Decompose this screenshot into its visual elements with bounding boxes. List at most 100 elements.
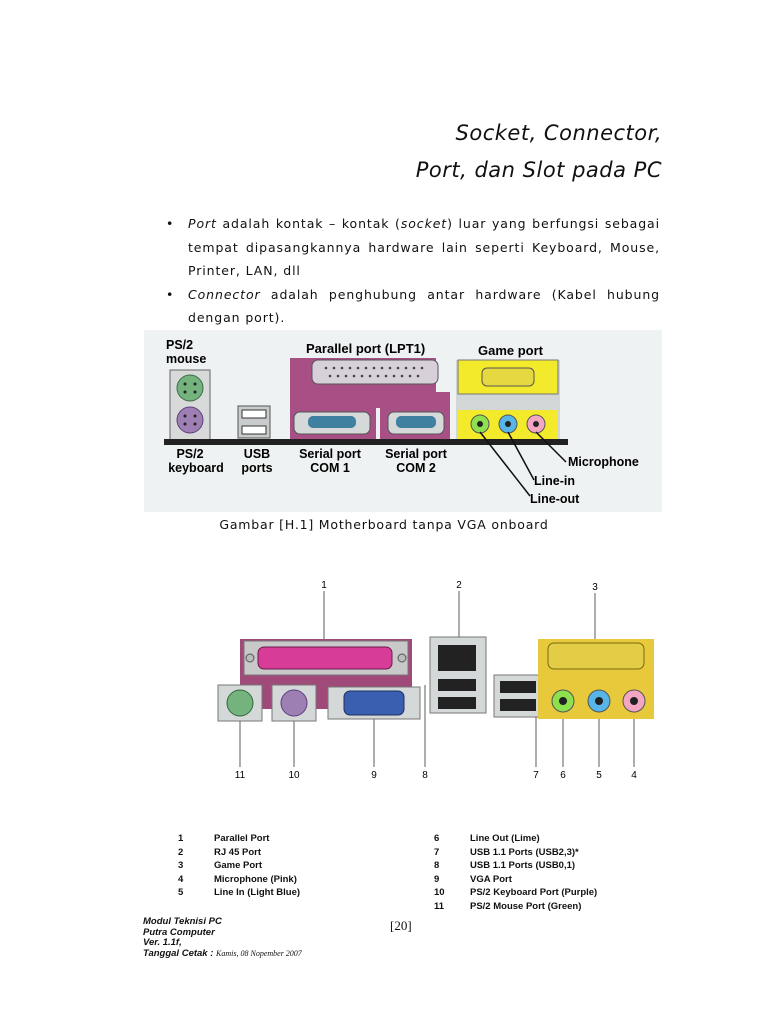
bullet-connector: • Connector adalah penghubung antar hard… — [166, 283, 660, 330]
label-com1-1: Serial port — [299, 447, 362, 461]
usb-port-icon — [500, 681, 536, 693]
legend-number: 8 — [434, 860, 440, 872]
legend-label: Parallel Port — [214, 833, 270, 844]
legend-column-left: 1 Parallel Port 2 RJ 45 Port 3 Game Port 4 M… — [162, 832, 300, 900]
callout-number: 9 — [371, 770, 377, 781]
ps2-keyboard-port-icon — [280, 689, 308, 717]
legend-row: 1 Parallel Port — [162, 832, 300, 846]
label-com1-2: COM 1 — [310, 461, 350, 475]
footer-line: Modul Teknisi PC — [143, 916, 222, 927]
bullet-list: • Port adalah kontak – kontak (socket) l… — [166, 212, 660, 330]
label-usb-2: ports — [241, 461, 272, 475]
figure-caption: Gambar [H.1] Motherboard tanpa VGA onboa… — [219, 517, 549, 532]
page-number: [20] — [390, 918, 412, 933]
parallel-port-icon — [311, 359, 439, 385]
legend-row: 3 Game Port — [162, 859, 300, 873]
label-line-in: Line-in — [534, 474, 575, 488]
callout-number: 10 — [288, 770, 300, 781]
legend-row: 9 VGA Port — [418, 873, 597, 887]
legend-label: Line Out (Lime) — [470, 833, 540, 844]
game-port-icon — [481, 367, 535, 387]
legend-number: 10 — [434, 887, 445, 899]
legend-row: 6 Line Out (Lime) — [418, 832, 597, 846]
legend-row: 5 Line In (Light Blue) — [162, 886, 300, 900]
ps2-mouse-port-icon — [176, 374, 204, 402]
page-title-line-2: Port, dan Slot pada PC — [415, 158, 662, 182]
callout-number: 1 — [321, 580, 327, 591]
figure-back-panel: 1 2 3 11 10 9 8 7 6 5 4 — [144, 567, 662, 827]
legend-number: 5 — [178, 887, 184, 899]
legend-label: USB 1.1 Ports (USB0,1) — [470, 860, 576, 872]
legend-number: 3 — [178, 860, 184, 872]
bullet-icon: • — [166, 286, 175, 302]
legend-label: USB 1.1 Ports (USB2,3)* — [470, 846, 579, 858]
term-port: Port — [188, 216, 217, 231]
legend-number: 6 — [434, 833, 440, 844]
ps2-mouse-port-icon — [226, 689, 254, 717]
parallel-port-icon — [257, 646, 393, 670]
label-com2-1: Serial port — [385, 447, 448, 461]
legend-row: 7 USB 1.1 Ports (USB2,3)* — [418, 846, 597, 860]
usb-port-icon — [438, 679, 476, 691]
term-connector: Connector — [188, 286, 261, 302]
legend-number: 9 — [434, 873, 440, 885]
footer-line: Ver. 1.1f, — [143, 937, 182, 948]
game-port-icon — [547, 642, 645, 670]
ps2-keyboard-port-icon — [176, 406, 204, 434]
legend-number: 11 — [434, 900, 445, 912]
legend-number: 7 — [434, 846, 440, 858]
label-parallel: Parallel port (LPT1) — [306, 341, 425, 356]
label-microphone: Microphone — [568, 455, 639, 469]
vga-port-icon — [343, 690, 405, 716]
callout-number: 3 — [592, 582, 598, 593]
legend-row: 2 RJ 45 Port — [162, 846, 300, 860]
port-legend: 1 Parallel Port 2 RJ 45 Port 3 Game Port 4 M… — [162, 832, 632, 916]
bullet-text: ) luar yang berfungsi sebagai tempat dip… — [188, 216, 660, 278]
legend-label: PS/2 Keyboard Port (Purple) — [470, 887, 598, 899]
legend-number: 4 — [178, 873, 184, 885]
legend-number: 2 — [178, 846, 184, 858]
legend-row: 8 USB 1.1 Ports (USB0,1) — [418, 859, 597, 873]
legend-label: Game Port — [214, 860, 263, 872]
footer-line: Putra Computer — [143, 926, 215, 938]
label-ps2-mouse-2: mouse — [166, 352, 206, 366]
bullet-text: adalah penghubung antar hardware (Kabel … — [188, 286, 660, 326]
footer-date-value: Kamis, 08 Nopember 2007 — [216, 948, 302, 958]
usb-port-icon — [438, 697, 476, 709]
legend-label: Line In (Light Blue) — [214, 887, 301, 899]
rj45-port-icon — [438, 645, 476, 671]
figure-motherboard-ports: PS/2 mouse Parallel port (LPT1) Game por… — [144, 330, 662, 512]
footer-info: Modul Teknisi PC Putra Computer Ver. 1.1… — [143, 916, 302, 960]
callout-number: 4 — [631, 770, 637, 781]
footer-print-date: Tanggal Cetak : Kamis, 08 Nopember 2007 — [143, 947, 302, 960]
legend-number: 1 — [178, 833, 184, 844]
callout-number: 5 — [596, 770, 602, 781]
footer-date-label: Tanggal Cetak : — [143, 947, 214, 959]
callout-number: 2 — [456, 580, 462, 591]
legend-label: RJ 45 Port — [214, 846, 261, 858]
legend-row: 11 PS/2 Mouse Port (Green) — [418, 900, 597, 914]
label-ps2-mouse-1: PS/2 — [166, 338, 193, 352]
term-socket: socket — [400, 216, 448, 231]
usb-port-icon — [500, 699, 536, 711]
legend-label: PS/2 Mouse Port (Green) — [470, 900, 582, 912]
page-title-line-1: Socket, Connector, — [455, 121, 662, 145]
legend-row: 10 PS/2 Keyboard Port (Purple) — [418, 886, 597, 900]
callout-number: 6 — [560, 770, 566, 781]
legend-row: 4 Microphone (Pink) — [162, 873, 300, 887]
label-com2-2: COM 2 — [396, 461, 436, 475]
label-game: Game port — [478, 343, 544, 358]
label-ps2-keyboard-1: PS/2 — [176, 447, 203, 461]
legend-label: VGA Port — [470, 873, 512, 885]
board-edge — [164, 439, 568, 445]
label-usb-1: USB — [244, 447, 270, 461]
bullet-text: adalah kontak – kontak ( — [216, 216, 401, 231]
callout-number: 8 — [422, 770, 428, 781]
label-ps2-keyboard-2: keyboard — [168, 461, 224, 475]
bullet-icon: • — [166, 216, 175, 231]
bullet-port: • Port adalah kontak – kontak (socket) l… — [166, 212, 660, 283]
label-line-out: Line-out — [530, 492, 580, 506]
legend-label: Microphone (Pink) — [214, 873, 297, 885]
legend-column-right: 6 Line Out (Lime) 7 USB 1.1 Ports (USB2,3)… — [418, 832, 597, 914]
callout-number: 7 — [533, 770, 539, 781]
